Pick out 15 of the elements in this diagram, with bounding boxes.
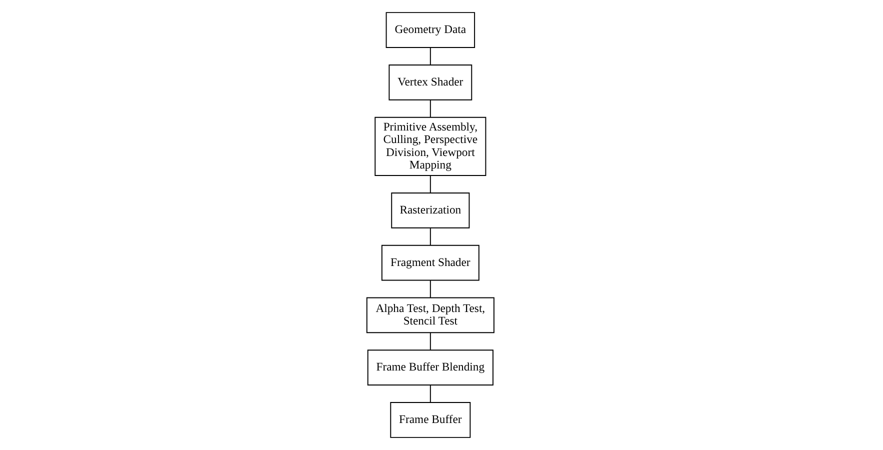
connector — [430, 47, 431, 66]
node-box: Frame Buffer Blending — [367, 350, 494, 386]
node-box: Fragment Shader — [381, 244, 480, 281]
connector — [430, 384, 431, 403]
connector — [430, 228, 431, 246]
connector — [430, 99, 431, 118]
node-box: Frame Buffer — [390, 402, 471, 438]
node-box: Vertex Shader — [388, 64, 472, 100]
node-box: Rasterization — [391, 192, 470, 228]
connector — [430, 280, 431, 298]
node-box: Geometry Data — [386, 12, 476, 48]
connector — [430, 332, 431, 350]
connector — [430, 175, 431, 194]
node-box: Alpha Test, Depth Test, Stencil Test — [366, 297, 494, 334]
node-box: Primitive Assembly, Culling, Perspective Division, Viewport Mapping — [374, 116, 486, 176]
